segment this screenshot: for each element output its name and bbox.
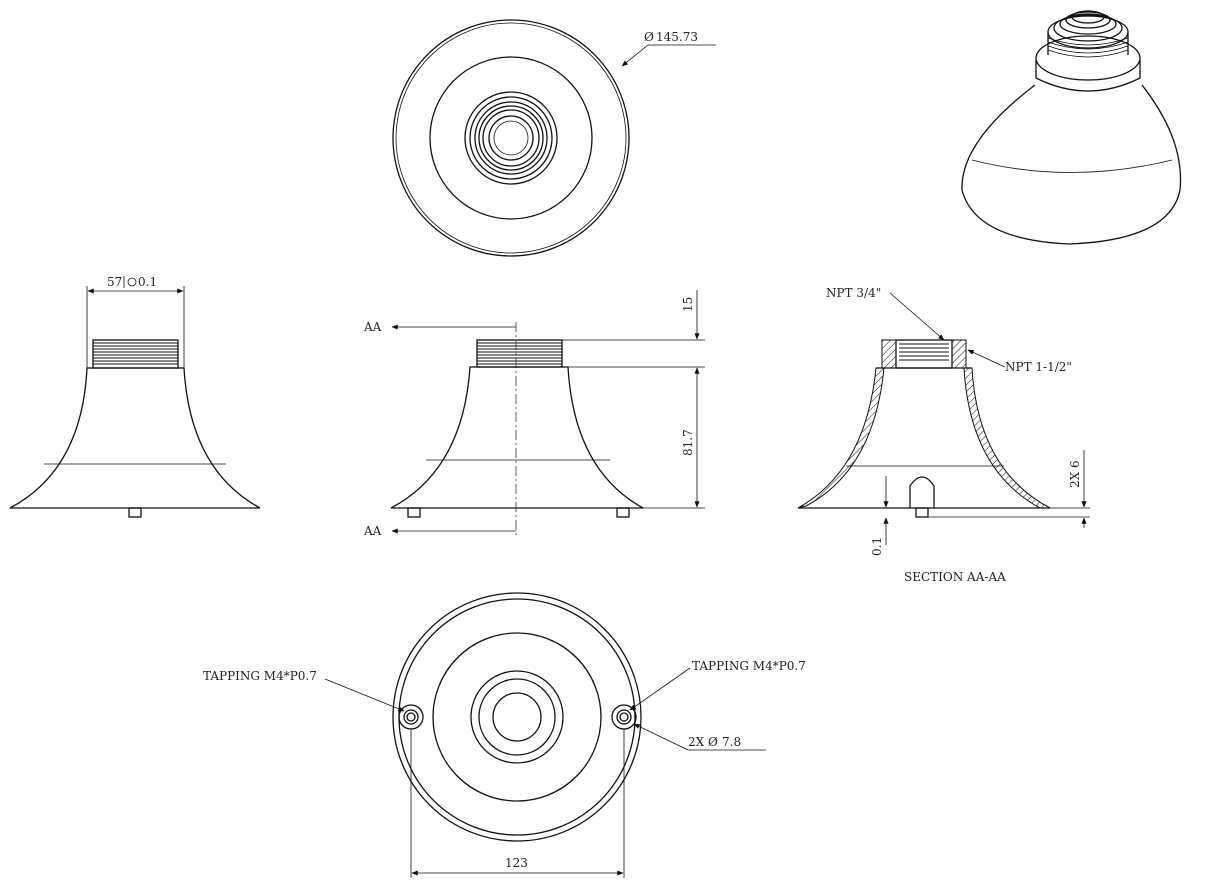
top-outer-circle: [392, 19, 630, 257]
section-tapped-hole: [909, 476, 935, 508]
bottom-view: TAPPING M4*P0.7 TAPPING M4*P0.7 2X Ø 7.8…: [203, 592, 806, 878]
top-outer-circle-inner: [395, 22, 627, 254]
section-thread-lines: [899, 343, 949, 361]
top-diameter-label: 145.73: [656, 30, 698, 44]
tapping-left-leader: [324, 678, 405, 712]
hole-diameter-label: 7.8: [722, 735, 741, 749]
bottom-bore-circle: [492, 692, 542, 742]
front-body-outline: [390, 366, 644, 509]
top-mid-circle: [429, 56, 593, 220]
left-elevation-view: 57 0.1: [9, 275, 261, 518]
bottom-width-label: 123: [505, 856, 528, 870]
section-wall-right: [963, 367, 1051, 509]
iso-shoulder-ellipse: [1035, 35, 1141, 81]
hole-depth-label: 2X 6: [1068, 460, 1082, 488]
tapping-right-leader: [629, 667, 691, 711]
hole-diameter-symbol: Ø: [708, 735, 718, 749]
hole-prefix-label: 2X: [688, 735, 705, 749]
hole-diameter-leader: [633, 723, 689, 751]
cut-label-top: AA: [363, 320, 382, 334]
npt-outer-leader: [967, 349, 1006, 368]
tapping-hole-left: [398, 704, 424, 730]
npt-inner-label: NPT 3/4": [826, 286, 881, 300]
npt-outer-label: NPT 1-1/2": [1005, 360, 1072, 374]
front-thread-lines: [477, 342, 562, 365]
iso-base-edge: [961, 189, 1181, 245]
section-view: NPT 3/4" NPT 1-1/2" 2X 6 0.1 SECTION AA-…: [797, 286, 1090, 584]
top-hub-circle: [464, 91, 558, 185]
cut-label-bottom: AA: [363, 524, 382, 538]
tapping-right-label: TAPPING M4*P0.7: [692, 659, 806, 673]
front-thread-block: [476, 339, 563, 368]
bottom-outer-circle: [392, 592, 642, 842]
foot-label: 0.1: [870, 537, 884, 556]
left-foot: [128, 507, 142, 518]
bottom-mid-circle: [432, 632, 602, 802]
top-bore-circle: [488, 115, 534, 161]
isometric-view: [961, 10, 1182, 245]
top-diameter-leader: [621, 44, 649, 67]
npt-inner-leader: [889, 292, 945, 341]
tapping-left-label: TAPPING M4*P0.7: [203, 669, 317, 683]
height-body-label: 81.7: [681, 429, 695, 456]
top-diameter-symbol: Ø: [644, 30, 654, 44]
section-title: SECTION AA-AA: [904, 570, 1006, 584]
top-view: Ø 145.73: [392, 19, 716, 257]
left-thread-lines: [93, 342, 178, 365]
tolerance-symbol: [127, 277, 137, 287]
front-view: AA AA 15 81.7: [363, 290, 705, 538]
left-top-width-label: 57: [107, 275, 122, 289]
section-wall-left: [797, 367, 885, 509]
left-tolerance-label: 0.1: [138, 275, 157, 289]
left-body-outline: [9, 367, 261, 509]
iso-thread-lines: [1047, 37, 1129, 58]
height-thread-label: 15: [681, 297, 695, 312]
left-thread-block: [92, 339, 179, 369]
